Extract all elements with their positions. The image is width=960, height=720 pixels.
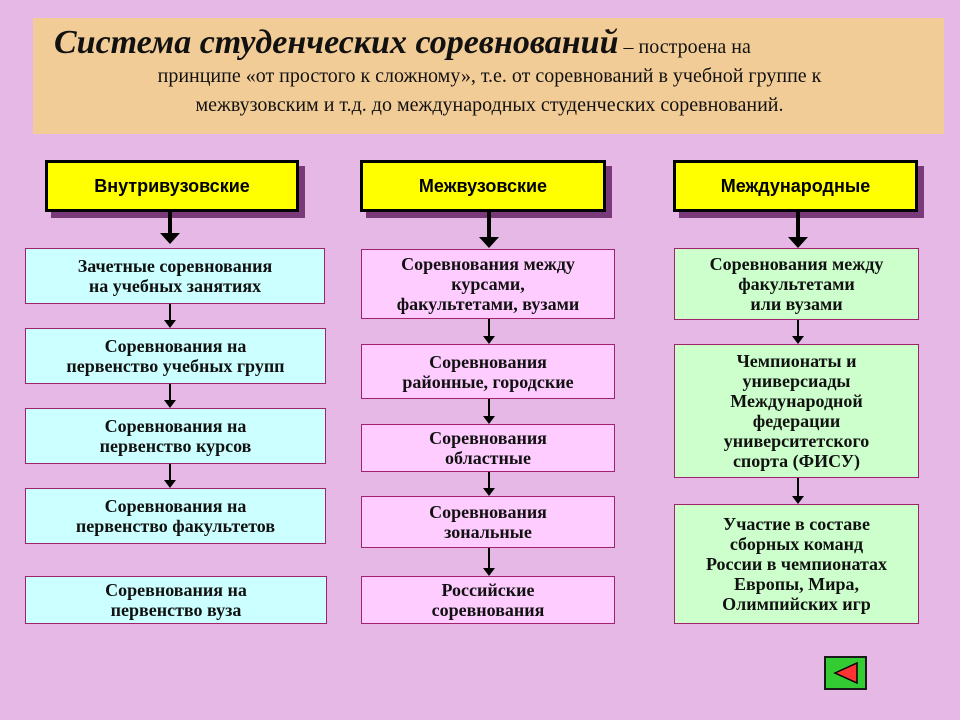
arrow-down bbox=[164, 384, 176, 408]
level-line: Соревнования на bbox=[105, 580, 247, 600]
level-line: Соревнования между bbox=[709, 254, 884, 274]
level-line: России в чемпионатах bbox=[705, 554, 888, 574]
level-line: на учебных занятиях bbox=[88, 276, 262, 296]
page-title: Система студенческих соревнований bbox=[54, 24, 619, 61]
arrow-down bbox=[483, 399, 495, 424]
level-line: сборных команд bbox=[729, 534, 864, 554]
level-line: Соревнования bbox=[429, 428, 547, 448]
level-line: факультетами bbox=[738, 274, 855, 294]
level-line: Соревнования bbox=[429, 351, 547, 372]
level-line: Соревнования на bbox=[104, 416, 247, 436]
level-line: соревнования bbox=[431, 600, 545, 620]
arrow-down bbox=[164, 304, 176, 328]
back-arrow-icon bbox=[832, 662, 858, 684]
level-line: универсиады bbox=[742, 371, 851, 391]
arrow-down bbox=[792, 478, 804, 504]
level-line: Европы, Мира, bbox=[733, 574, 860, 594]
level-box: Соревнования районные, городские bbox=[361, 344, 615, 399]
level-box: Зачетные соревнования на учебных занятия… bbox=[25, 248, 325, 304]
level-line: курсами, bbox=[451, 274, 525, 294]
arrow-down bbox=[479, 212, 499, 248]
arrow-down bbox=[483, 548, 495, 576]
level-line: районные, городские bbox=[402, 371, 574, 392]
level-line: Соревнования bbox=[429, 502, 547, 522]
intro-text-1: – построена на bbox=[618, 36, 751, 58]
intro-line-1: Система студенческих соревнований – пост… bbox=[49, 26, 930, 62]
arrow-down bbox=[160, 212, 180, 244]
level-box: Соревнования между курсами, факультетами… bbox=[361, 249, 615, 319]
heading-inter-university: Межвузовские bbox=[360, 160, 606, 212]
level-line: первенство факультетов bbox=[75, 516, 276, 536]
level-line: университетского bbox=[723, 431, 870, 451]
arrow-down bbox=[788, 212, 808, 248]
level-box: Чемпионаты и универсиады Международной ф… bbox=[674, 344, 919, 478]
intro-line-3: межвузовским и т.д. до международных сту… bbox=[195, 94, 784, 116]
level-line: первенство курсов bbox=[99, 436, 252, 456]
arrow-down bbox=[483, 472, 495, 496]
intro-panel: Система студенческих соревнований – пост… bbox=[33, 18, 944, 134]
back-button[interactable] bbox=[824, 656, 867, 690]
level-line: Соревнования на bbox=[104, 496, 247, 516]
level-line: Соревнования между bbox=[401, 254, 575, 274]
level-line: Участие в составе bbox=[722, 514, 871, 534]
level-line: Международной bbox=[730, 391, 863, 411]
level-line: Зачетные соревнования bbox=[77, 256, 273, 276]
level-line: областные bbox=[445, 448, 531, 468]
level-line: Олимпийских игр bbox=[722, 594, 871, 614]
level-box: Соревнования на первенство факультетов bbox=[25, 488, 326, 544]
intro-line-2: принципе «от простого к сложному», т.е. … bbox=[157, 65, 822, 87]
level-line: Российские bbox=[441, 580, 535, 600]
arrow-down bbox=[483, 319, 495, 344]
level-line: или вузами bbox=[750, 294, 843, 314]
level-box: Российские соревнования bbox=[361, 576, 615, 624]
level-box: Соревнования на первенство курсов bbox=[25, 408, 326, 464]
level-box: Соревнования на первенство вуза bbox=[25, 576, 327, 624]
level-line: первенство учебных групп bbox=[66, 356, 285, 376]
level-box: Соревнования между факультетами или вуза… bbox=[674, 248, 919, 320]
level-line: спорта (ФИСУ) bbox=[732, 451, 861, 471]
level-line: федерации bbox=[752, 411, 841, 431]
arrow-down bbox=[164, 464, 176, 488]
level-box: Соревнования зональные bbox=[361, 496, 615, 548]
level-box: Соревнования областные bbox=[361, 424, 615, 472]
level-line: зональные bbox=[444, 522, 532, 542]
level-box: Участие в составе сборных команд России … bbox=[674, 504, 919, 624]
level-line: Чемпионаты и bbox=[736, 351, 857, 371]
level-line: Соревнования на bbox=[104, 336, 247, 356]
level-line: факультетами, вузами bbox=[396, 294, 580, 314]
heading-intra-university: Внутривузовские bbox=[45, 160, 299, 212]
heading-international: Международные bbox=[673, 160, 918, 212]
level-box: Соревнования на первенство учебных групп bbox=[25, 328, 326, 384]
level-line: первенство вуза bbox=[110, 600, 242, 620]
arrow-down bbox=[792, 320, 804, 344]
